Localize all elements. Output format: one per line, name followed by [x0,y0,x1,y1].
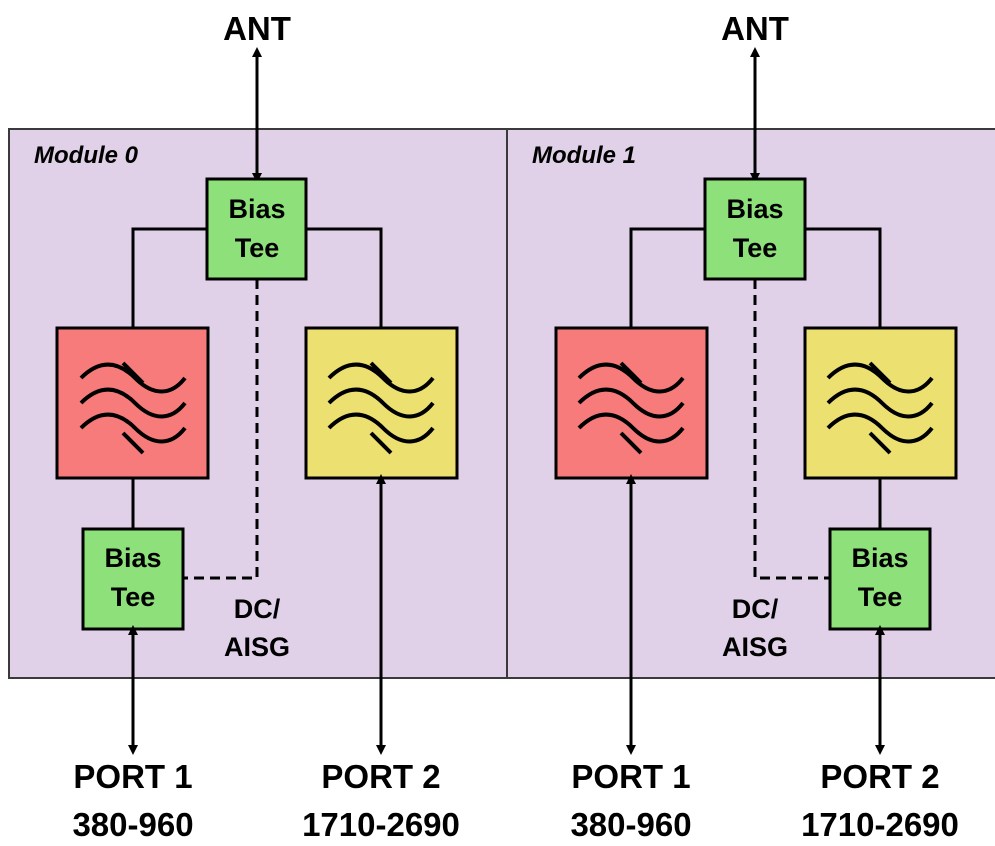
module-1: Module 1 ANT Bias Tee Bias Tee DC/ AISG [506,10,995,843]
module-1-title: Module 1 [532,142,636,169]
module-1-port1-range: 380-960 [570,806,691,843]
module-0-port1-range: 380-960 [72,806,193,843]
module-0-bias-tee-port: Bias Tee [81,527,185,631]
bias-tee-label-line1: Bias [726,194,783,224]
module-0-port2-name: PORT 2 [321,758,440,795]
module-0-port2-range: 1710-2690 [302,806,460,843]
module-1-link-tee-to-high-filter [805,227,882,328]
module-0-port1-name: PORT 1 [73,758,192,795]
module-0-filter-low [55,326,210,480]
module-1-dc-label-line2: AISG [722,632,788,662]
module-1-ant-label: ANT [721,10,789,47]
module-0-link-tee-to-low-filter [131,227,207,328]
module-0-dc-path [183,279,259,580]
module-0-bias-tee-top: Bias Tee [205,177,308,281]
module-1-dc-path [753,279,830,580]
module-0: Module 0 ANT Bias Tee Bias Tee DC/ AISG [8,10,508,843]
module-0-dc-label-line2: AISG [224,632,290,662]
module-1-link-tee-to-low-filter [629,227,705,328]
module-0-title: Module 0 [34,142,139,169]
module-1-filter-high [803,326,958,480]
bias-tee-label-line2: Tee [235,233,280,263]
module-1-filter-low [554,326,709,480]
bias-tee-label-line2: Tee [111,582,156,612]
module-0-ant-label: ANT [223,10,291,47]
bias-tee-label-line1: Bias [228,194,285,224]
module-0-dc-label-line1: DC/ [234,594,281,624]
module-1-bias-tee-top: Bias Tee [703,177,807,281]
module-1-bias-tee-port: Bias Tee [828,527,932,631]
module-0-filter-high [304,326,459,480]
module-1-port2-range: 1710-2690 [801,806,959,843]
module-1-dc-label-line1: DC/ [732,594,779,624]
module-1-port1-name: PORT 1 [571,758,690,795]
bias-tee-label-line2: Tee [858,582,903,612]
module-1-port2-name: PORT 2 [820,758,939,795]
bias-tee-label-line1: Bias [104,543,161,573]
bias-tee-label-line2: Tee [733,233,778,263]
module-0-link-tee-to-high-filter [306,227,383,328]
bias-tee-label-line1: Bias [851,543,908,573]
